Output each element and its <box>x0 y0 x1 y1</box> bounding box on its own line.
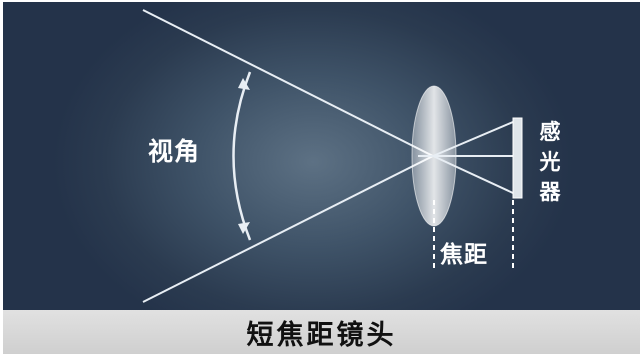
focal-length-label: 焦距 <box>440 242 488 268</box>
angle-arrow-bottom-icon <box>238 222 250 234</box>
view-angle-label: 视角 <box>148 137 201 166</box>
angle-arrow-top-icon <box>238 78 250 90</box>
sensor-label: 感光器 <box>539 120 561 204</box>
sensor <box>512 117 523 199</box>
diagram-panel: 视角 焦距 感光器 <box>3 2 640 310</box>
lower-field-ray <box>142 155 434 303</box>
caption-bar: 短焦距镜头 <box>3 310 640 354</box>
image-ray-lower <box>432 155 514 194</box>
upper-field-ray <box>142 9 434 157</box>
caption-text: 短焦距镜头 <box>246 319 397 351</box>
lens-diagram-svg <box>142 9 523 303</box>
image-ray-upper <box>432 121 514 157</box>
view-angle-arc <box>232 71 252 241</box>
